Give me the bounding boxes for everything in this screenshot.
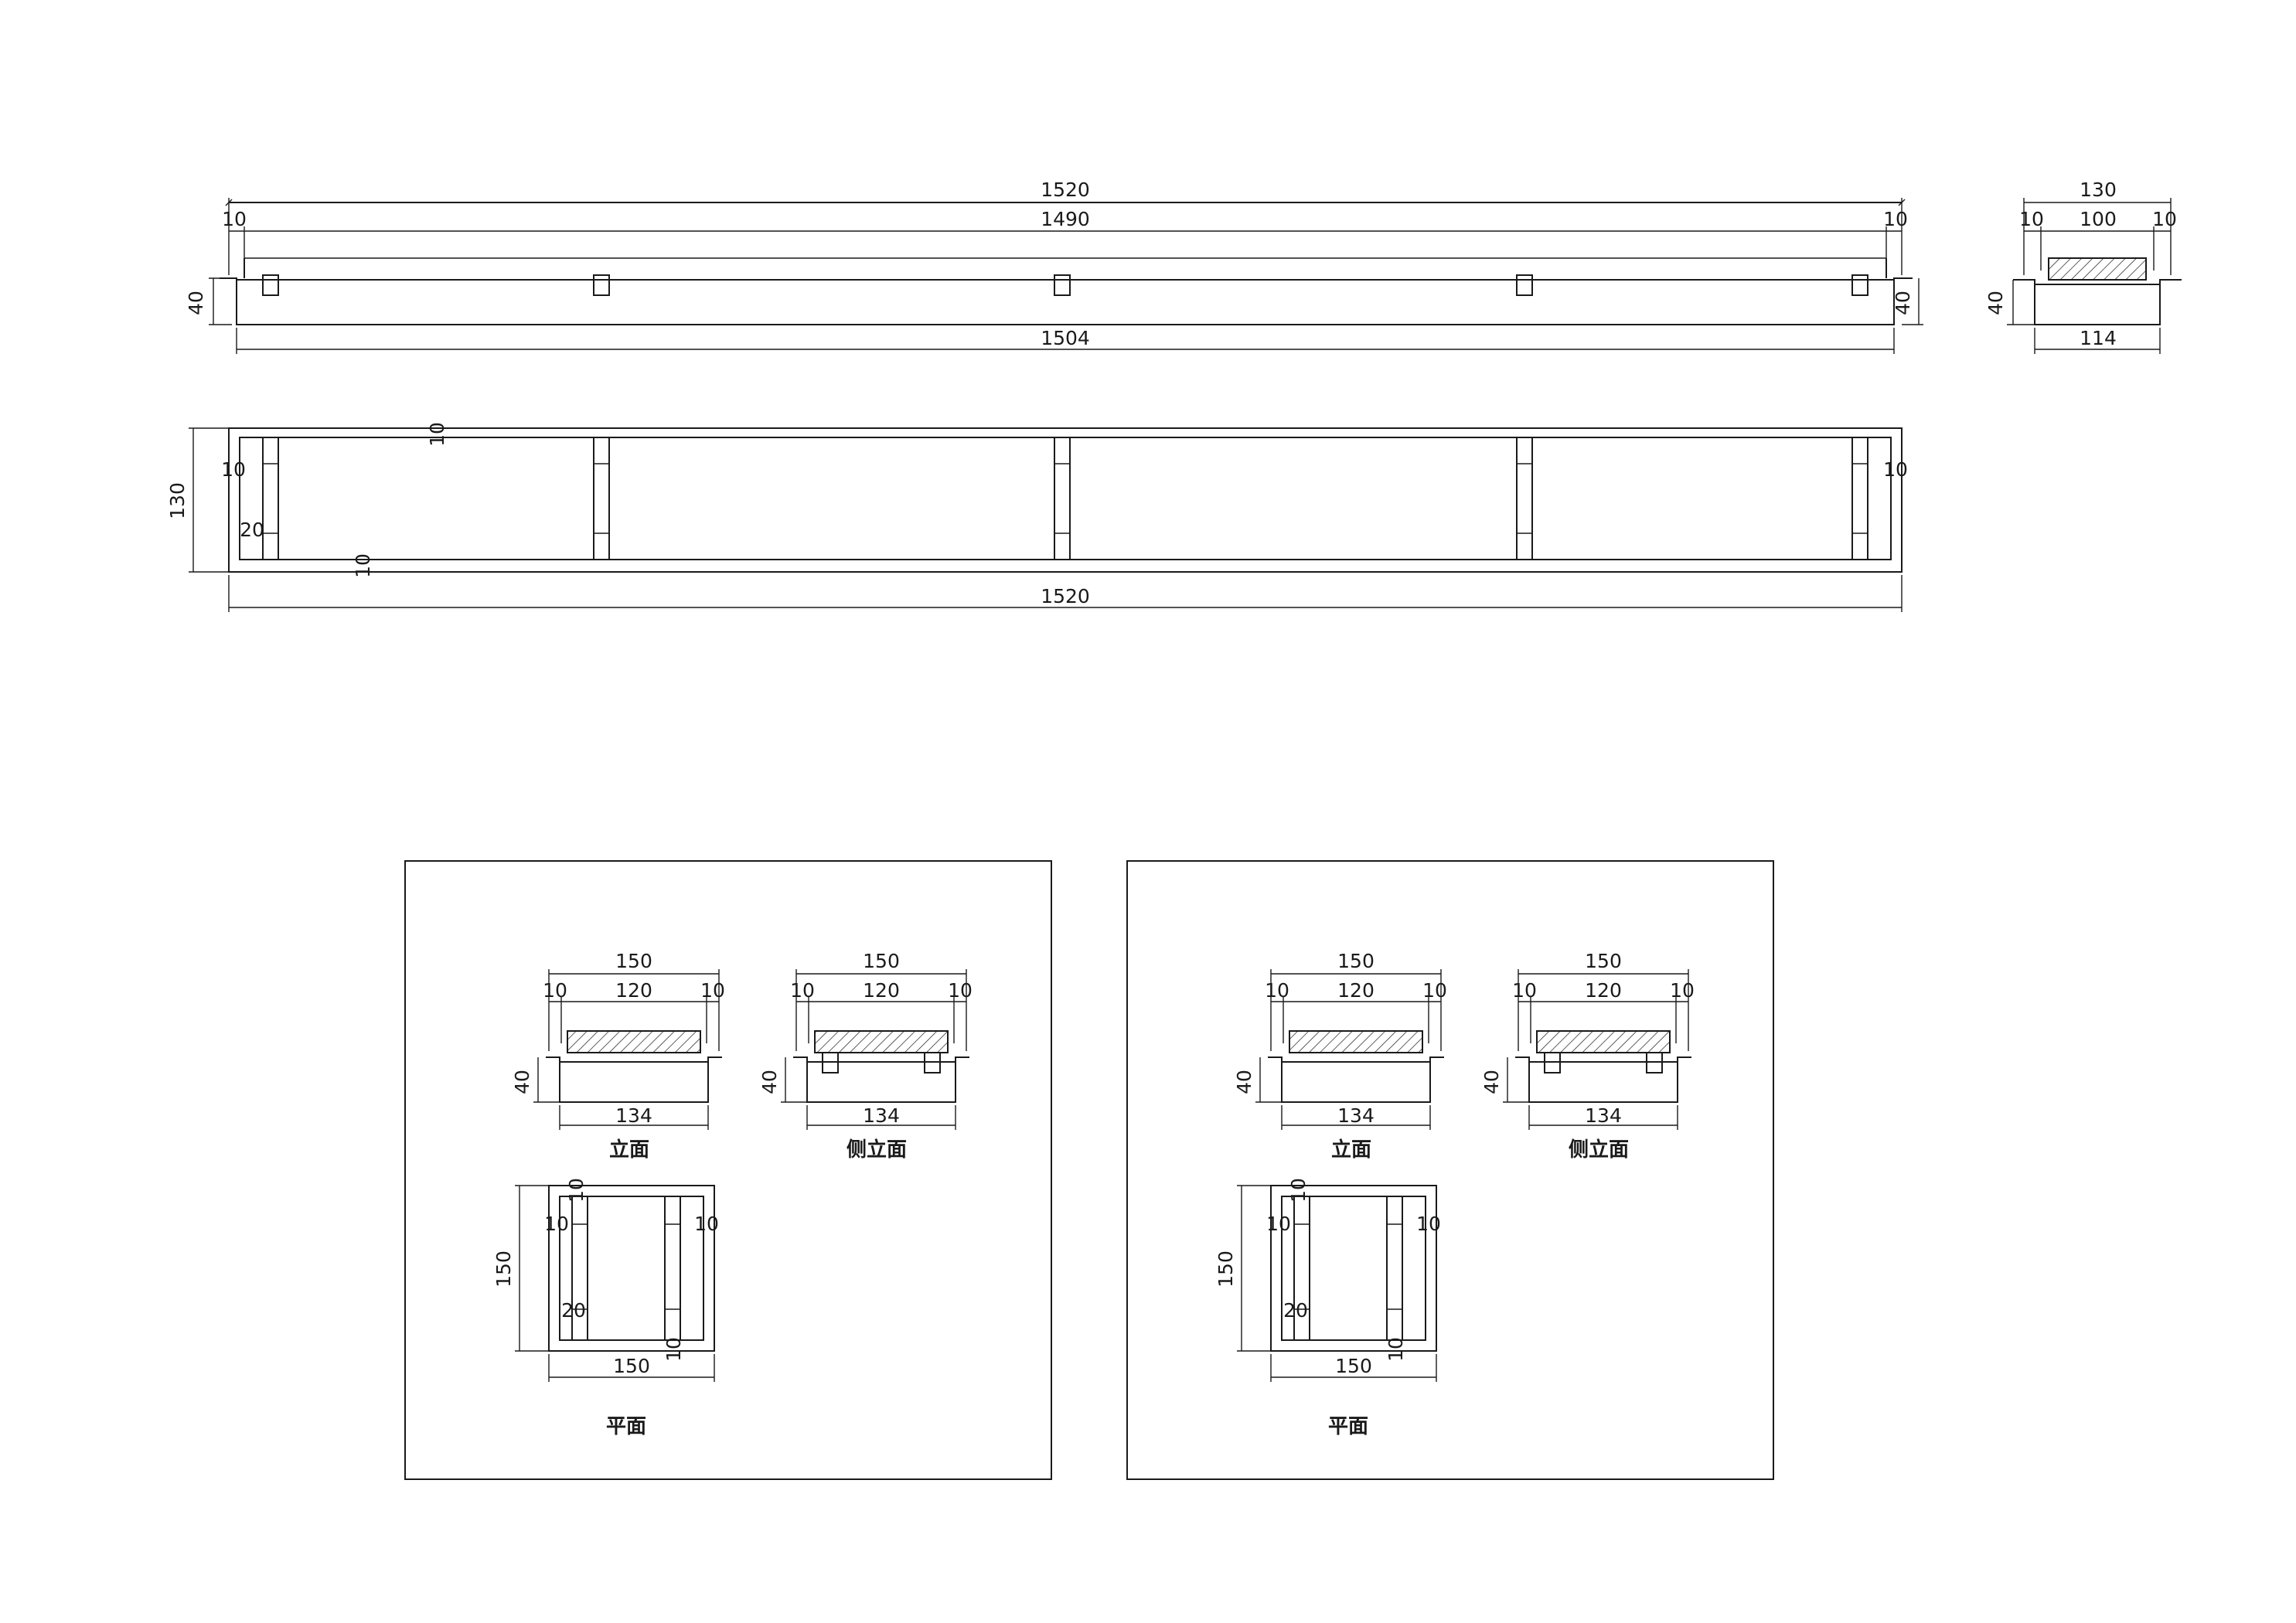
- sheet-side-elevation-support-block: [1647, 1053, 1662, 1073]
- sheet-elevation-dim-left-lip: 10: [543, 979, 567, 1002]
- dim-front-height-right: 40: [1892, 291, 1914, 315]
- sheet-side-elevation-dim-bottom: 134: [863, 1104, 900, 1127]
- sheet-plan-dim-right-gap: 10: [1416, 1213, 1441, 1235]
- support-block: [263, 275, 278, 295]
- sheet-elevation-dim-bottom: 134: [615, 1104, 652, 1127]
- dim-front-bottom: 1504: [1041, 327, 1090, 349]
- sheet-plan-inner-frame: [1282, 1196, 1426, 1340]
- sheet-plan-dim-left-gap: 10: [1266, 1213, 1291, 1235]
- sheet-plan-outer-frame: [549, 1186, 714, 1351]
- dim-front-right-lip: 10: [1883, 208, 1908, 230]
- sheet-elevation-dim-height: 40: [1233, 1070, 1255, 1094]
- detail-sheet: 150 120 10 10 40 134 立面 150 120 10 10 40 134 侧立面 150 10…: [405, 861, 1051, 1479]
- sheet-elevation-dim-inner: 120: [615, 979, 652, 1002]
- sheet-plan-dim-top-gap: 10: [1287, 1178, 1310, 1203]
- plan-outer-frame: [229, 428, 1902, 572]
- dim-front-height-left: 40: [185, 291, 207, 315]
- sheet-side-elevation-support-block: [1545, 1053, 1560, 1073]
- sheet-side-elevation-dim-bottom: 134: [1585, 1104, 1622, 1127]
- support-block: [1517, 275, 1532, 295]
- sheet-plan-outer-frame: [1271, 1186, 1436, 1351]
- end-elevation-view: 130 100 10 10 40 114: [1984, 179, 2182, 354]
- dim-front-overall: 1520: [1041, 179, 1090, 201]
- sheet-elevation-hatched-section: [1289, 1031, 1422, 1053]
- sheet-elevation-dim-right-lip: 10: [1422, 979, 1447, 1002]
- dim-plan-right-gap: 10: [1883, 458, 1908, 481]
- sheet-side-elevation-dim-height: 40: [1480, 1070, 1503, 1094]
- sheet-side-elevation-dim-left-lip: 10: [790, 979, 815, 1002]
- sheet-plan-dim-depth: 150: [1214, 1250, 1237, 1288]
- sheet-side-elevation-dim-height: 40: [758, 1070, 781, 1094]
- dim-end-left-lip: 10: [2019, 208, 2044, 230]
- sheet-side-elevation-dim-overall: 150: [863, 950, 900, 972]
- sheet-elevation-caption: 立面: [1331, 1138, 1371, 1162]
- sheet-side-elevation-dim-right-lip: 10: [1670, 979, 1695, 1002]
- detail-sheet: 150 120 10 10 40 134 立面 150 120 10 10 40 134 侧立面 150 10…: [1127, 861, 1773, 1479]
- support-block: [1054, 275, 1070, 295]
- sheet-side-elevation-dim-overall: 150: [1585, 950, 1622, 972]
- sheet-plan-dim-top-gap: 10: [565, 1178, 588, 1203]
- sheet-plan-dim-rail: 20: [561, 1299, 586, 1322]
- sheet-side-elevation-dim-right-lip: 10: [948, 979, 973, 1002]
- sheet-plan-dim-left-gap: 10: [544, 1213, 569, 1235]
- sheet-elevation-dim-overall: 150: [615, 950, 652, 972]
- sheet-plan-caption: 平面: [1328, 1415, 1368, 1438]
- sheet-plan-dim-bottom-gap: 10: [1385, 1337, 1407, 1362]
- sheet-side-elevation-caption: 侧立面: [847, 1138, 907, 1162]
- sheet-plan-inner-frame: [560, 1196, 703, 1340]
- dim-end-overall: 130: [2080, 179, 2117, 201]
- sheet-elevation-dim-overall: 150: [1337, 950, 1375, 972]
- dim-plan-top-gap: 10: [426, 422, 448, 447]
- sheet-elevation-dim-inner: 120: [1337, 979, 1375, 1002]
- plan-view: 130 10 10 10 20 10 1520: [166, 422, 1908, 612]
- sheet-plan-dim-right-gap: 10: [694, 1213, 719, 1235]
- sheet-plan-dim-width: 150: [613, 1355, 650, 1377]
- front-elevation-view: 1520 1490 10 10 40 40 1504: [185, 179, 1923, 354]
- sheet-plan-dim-rail: 20: [1283, 1299, 1308, 1322]
- support-block: [594, 275, 609, 295]
- sheet-side-elevation-dim-inner: 120: [1585, 979, 1622, 1002]
- dim-plan-left-gap: 10: [221, 458, 246, 481]
- sheet-frame: [405, 861, 1051, 1479]
- support-block: [1852, 275, 1868, 295]
- sheet-elevation-dim-height: 40: [511, 1070, 533, 1094]
- plan-inner-frame: [240, 437, 1891, 560]
- sheet-elevation-dim-bottom: 134: [1337, 1104, 1375, 1127]
- dim-plan-depth: 130: [166, 482, 189, 519]
- sheet-elevation-dim-left-lip: 10: [1265, 979, 1289, 1002]
- sheet-elevation-hatched-section: [567, 1031, 700, 1053]
- sheet-side-elevation-support-block: [925, 1053, 940, 1073]
- sheet-plan-caption: 平面: [606, 1415, 646, 1438]
- sheet-side-elevation-hatched-section: [815, 1031, 948, 1053]
- sheet-frame: [1127, 861, 1773, 1479]
- dim-end-inner: 100: [2080, 208, 2117, 230]
- sheet-plan-dim-depth: 150: [492, 1250, 515, 1288]
- sheet-side-elevation-dim-left-lip: 10: [1512, 979, 1537, 1002]
- dim-front-inner: 1490: [1041, 208, 1090, 230]
- sheet-side-elevation-dim-inner: 120: [863, 979, 900, 1002]
- sheet-side-elevation-support-block: [823, 1053, 838, 1073]
- hatched-section: [2049, 258, 2146, 280]
- dim-end-height: 40: [1984, 291, 2007, 315]
- sheet-elevation-dim-right-lip: 10: [700, 979, 725, 1002]
- dim-plan-rail: 20: [240, 519, 264, 541]
- dim-plan-bottom-gap: 10: [352, 553, 374, 578]
- sheet-side-elevation-hatched-section: [1537, 1031, 1670, 1053]
- dim-end-bottom: 114: [2080, 327, 2117, 349]
- dim-front-left-lip: 10: [222, 208, 247, 230]
- sheet-plan-dim-bottom-gap: 10: [663, 1337, 685, 1362]
- detail-sheets: 150 120 10 10 40 134 立面 150 120 10 10 40 134 侧立面 150 10…: [405, 861, 1773, 1479]
- sheet-plan-dim-width: 150: [1335, 1355, 1372, 1377]
- sheet-side-elevation-caption: 侧立面: [1569, 1138, 1629, 1162]
- dim-end-right-lip: 10: [2152, 208, 2177, 230]
- sheet-elevation-caption: 立面: [609, 1138, 649, 1162]
- dim-plan-length: 1520: [1041, 585, 1090, 607]
